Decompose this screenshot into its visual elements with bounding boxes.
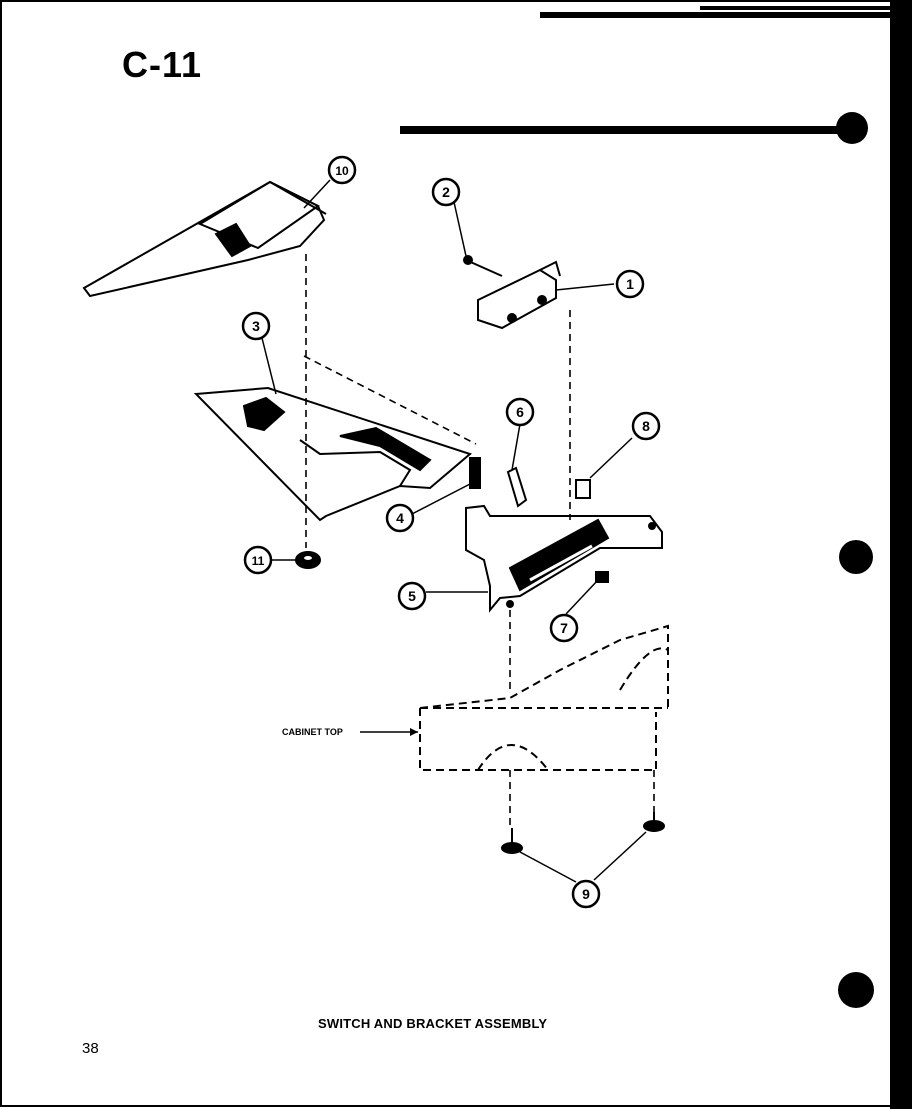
callout-11: 11 <box>252 554 265 568</box>
part-2-screw <box>463 255 503 277</box>
callout-circle-6 <box>505 397 535 427</box>
part-7-tab <box>595 571 609 583</box>
part-10-cover <box>82 180 327 298</box>
part-6-clip <box>506 466 528 508</box>
scan-edge-right <box>890 0 912 1109</box>
callout-circle-2 <box>431 177 461 207</box>
part-5-main-bracket <box>465 504 663 613</box>
part-11-grommet <box>295 551 321 569</box>
callout-circle-7 <box>549 613 579 643</box>
page-number: 38 <box>82 1040 99 1057</box>
page-code: C-11 <box>122 44 203 85</box>
callout-circle-11 <box>243 545 273 575</box>
part-1-switch <box>477 260 561 330</box>
assembly-lines <box>303 254 655 830</box>
scan-noise-top <box>540 6 890 18</box>
part-4-spring <box>469 457 481 489</box>
callout-4: 4 <box>396 510 404 526</box>
callout-circle-3 <box>241 311 271 341</box>
callout-circle-5 <box>397 581 427 611</box>
callout-6: 6 <box>516 404 524 420</box>
callout-5: 5 <box>408 588 416 604</box>
scan-streak <box>400 126 850 134</box>
cabinet-top-arrow <box>410 728 418 736</box>
part-8-clip <box>575 479 591 499</box>
cabinet-top-label: CABINET TOP <box>282 727 343 737</box>
diagram-caption: SWITCH AND BRACKET ASSEMBLY <box>318 1016 548 1031</box>
binder-hole <box>838 972 874 1008</box>
callout-circle-10 <box>327 155 357 185</box>
part-9-screws <box>501 812 665 854</box>
callout-9: 9 <box>582 886 590 902</box>
callout-8: 8 <box>642 418 650 434</box>
callout-3: 3 <box>252 318 260 334</box>
leader-lines <box>261 179 647 883</box>
callout-circle-1 <box>615 269 645 299</box>
callout-circle-9 <box>571 879 601 909</box>
part-3-bracket-plate <box>193 386 473 522</box>
callout-circle-4 <box>385 503 415 533</box>
callout-1: 1 <box>626 276 634 292</box>
binder-hole <box>839 540 873 574</box>
callout-circle-8 <box>631 411 661 441</box>
callout-circles <box>241 155 661 909</box>
callout-7: 7 <box>560 620 568 636</box>
cabinet-top-outline <box>419 624 669 771</box>
callout-2: 2 <box>442 184 450 200</box>
binder-hole <box>836 112 868 144</box>
callout-10: 10 <box>335 164 349 178</box>
